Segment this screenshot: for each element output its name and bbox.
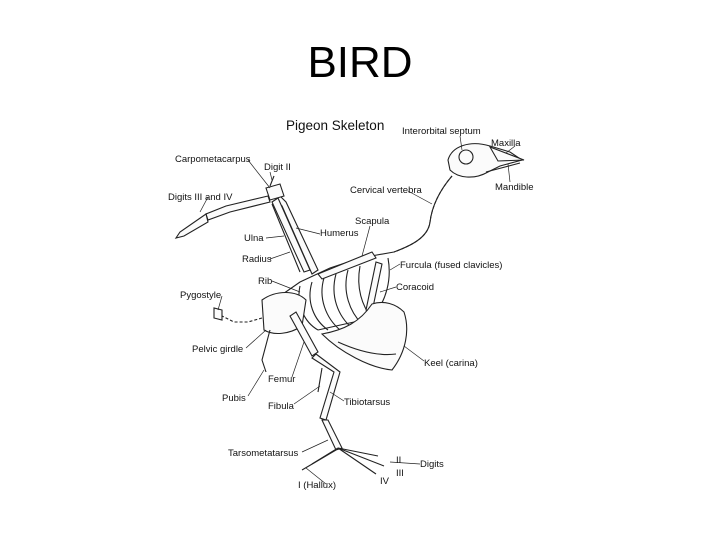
label-digit-ii-roman: II xyxy=(396,455,401,466)
label-carpometacarpus: Carpometacarpus xyxy=(175,154,251,165)
label-pubis: Pubis xyxy=(222,393,246,404)
label-hallux: I (Hallux) xyxy=(298,480,336,491)
label-radius: Radius xyxy=(242,254,272,265)
label-interorbital-septum: Interorbital septum xyxy=(402,126,481,137)
ulna-bone xyxy=(272,198,310,272)
fibula-bone xyxy=(318,368,322,392)
label-pelvic-girdle: Pelvic girdle xyxy=(192,344,243,355)
keel-sternum xyxy=(322,302,407,370)
label-pygostyle: Pygostyle xyxy=(180,290,221,301)
label-digits-iii-iv: Digits III and IV xyxy=(168,192,233,203)
label-cervical-vertebra: Cervical vertebra xyxy=(350,185,423,196)
label-furcula: Furcula (fused clavicles) xyxy=(400,260,502,271)
label-humerus: Humerus xyxy=(320,228,359,239)
tibiotarsus-bone xyxy=(312,354,340,420)
label-tibiotarsus: Tibiotarsus xyxy=(344,397,390,408)
label-maxilla: Maxilla xyxy=(491,138,521,149)
digit-ii-bone xyxy=(270,176,274,186)
label-femur: Femur xyxy=(268,374,295,385)
digits-iii-iv-bones xyxy=(176,214,208,238)
label-scapula: Scapula xyxy=(355,216,390,227)
diagram-title: Pigeon Skeleton xyxy=(286,118,384,133)
label-ulna: Ulna xyxy=(244,233,264,244)
label-digits: Digits xyxy=(420,459,444,470)
label-fibula: Fibula xyxy=(268,401,295,412)
label-rib: Rib xyxy=(258,276,272,287)
pubis-bone xyxy=(262,330,270,372)
tarsometatarsus-bone xyxy=(322,420,342,450)
label-tarsometatarsus: Tarsometatarsus xyxy=(228,448,298,459)
label-digit-iii-roman: III xyxy=(396,468,404,479)
label-keel: Keel (carina) xyxy=(424,358,478,369)
label-mandible: Mandible xyxy=(495,182,534,193)
label-digit-ii: Digit II xyxy=(264,162,291,173)
femur-bone xyxy=(290,312,318,356)
foot xyxy=(302,448,384,474)
label-digit-iv-roman: IV xyxy=(380,476,390,487)
tail-vertebrae xyxy=(222,316,262,322)
label-coracoid: Coracoid xyxy=(396,282,434,293)
